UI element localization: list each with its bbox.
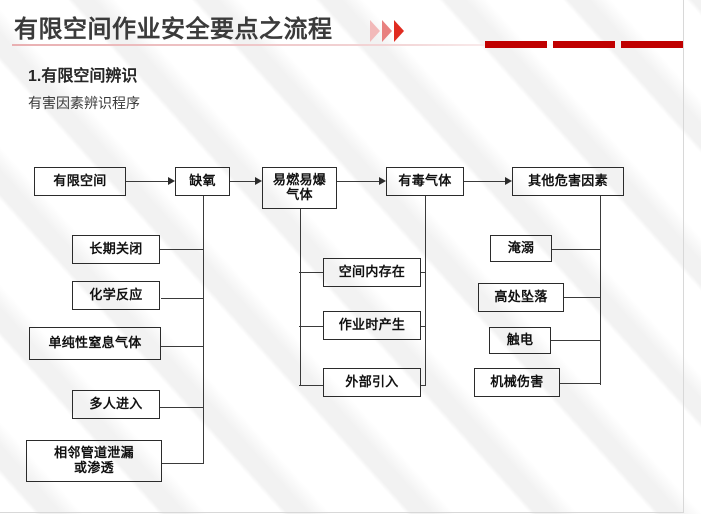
arrow-oxygen-to-flammable [230, 181, 256, 182]
branch-adjacent-pipe-leak [162, 463, 204, 464]
trunk-oxygen [203, 196, 204, 463]
chevron-1-icon [370, 20, 380, 42]
flow-node-toxic-gas[interactable]: 有毒气体 [386, 167, 464, 196]
flow-node-external-intro[interactable]: 外部引入 [323, 368, 421, 397]
arrow-limited-space-to-oxygen-head-icon [168, 177, 175, 185]
chevron-3-icon [394, 20, 404, 42]
branch-machine-injury [560, 383, 601, 384]
branch-simple-asphyxiant [161, 346, 204, 347]
flow-node-flammable-gas[interactable]: 易燃易爆 气体 [262, 167, 337, 209]
branch-exists-right [421, 272, 426, 273]
flow-node-oxygen-deficiency[interactable]: 缺氧 [175, 167, 230, 196]
page-title: 有限空间作业安全要点之流程 [14, 16, 333, 43]
flow-node-adjacent-pipe-leak[interactable]: 相邻管道泄漏 或渗透 [26, 440, 162, 482]
flow-node-drowning[interactable]: 淹溺 [490, 235, 552, 262]
arrow-limited-space-to-oxygen [126, 181, 169, 182]
flow-node-exists-in-space[interactable]: 空间内存在 [323, 258, 421, 287]
accent-bar-3 [621, 41, 684, 48]
arrow-oxygen-to-flammable-head-icon [255, 177, 262, 185]
flow-node-machine-injury[interactable]: 机械伤害 [474, 368, 560, 397]
branch-generated-left [299, 326, 323, 327]
header-divider-rule [12, 44, 572, 46]
accent-bar-2 [553, 41, 615, 48]
trunk-other [600, 196, 601, 385]
slide-header: 有限空间作业安全要点之流程 [0, 0, 684, 48]
flow-node-limited-space[interactable]: 有限空间 [34, 167, 126, 196]
section-subheading: 有害因素辨识程序 [28, 95, 140, 111]
flow-node-multiple-entrants[interactable]: 多人进入 [72, 390, 160, 419]
branch-chemical-reaction [161, 298, 204, 299]
branch-exists-left [299, 272, 323, 273]
flow-node-chemical-reaction[interactable]: 化学反应 [72, 281, 160, 310]
trunk-toxic [425, 196, 426, 385]
trunk-flammable [300, 209, 301, 385]
flow-node-generated-at-work[interactable]: 作业时产生 [323, 311, 421, 340]
arrow-toxic-to-other [464, 181, 506, 182]
chevron-2-icon [382, 20, 392, 42]
branch-electric-shock [551, 340, 601, 341]
branch-generated-right [421, 326, 426, 327]
section-heading: 1.有限空间辨识 [28, 68, 138, 85]
branch-long-term-closed [160, 249, 204, 250]
flow-node-simple-asphyxiant[interactable]: 单纯性窒息气体 [29, 327, 161, 360]
arrow-flammable-to-toxic-head-icon [379, 177, 386, 185]
branch-fall-from-height [564, 297, 601, 298]
branch-multiple-entrants [160, 407, 204, 408]
flow-node-other-hazards[interactable]: 其他危害因素 [512, 167, 624, 196]
branch-external-left [299, 385, 323, 386]
branch-drowning [552, 249, 601, 250]
flow-node-electric-shock[interactable]: 触电 [489, 327, 551, 354]
flow-node-long-term-closed[interactable]: 长期关闭 [72, 235, 160, 264]
arrow-toxic-to-other-head-icon [505, 177, 512, 185]
arrow-flammable-to-toxic [337, 181, 380, 182]
chevron-decoration-group [370, 18, 418, 44]
branch-external-right [421, 385, 426, 386]
flow-node-fall-from-height[interactable]: 高处坠落 [478, 283, 564, 312]
accent-bar-1 [485, 41, 547, 48]
